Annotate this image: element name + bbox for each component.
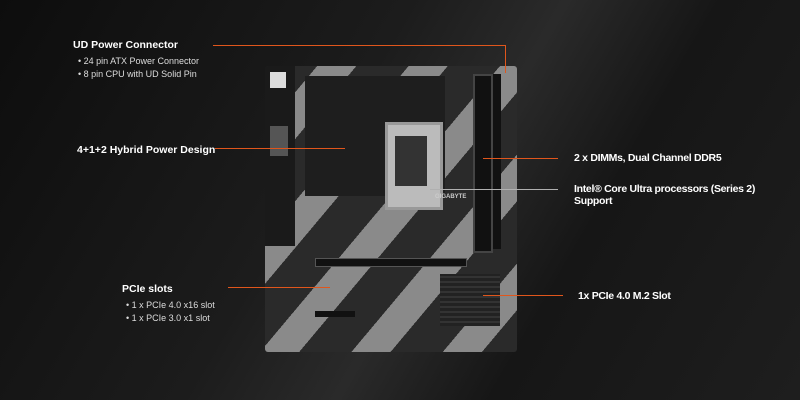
ud-power-item-text: 24 pin ATX Power Connector: [83, 56, 200, 66]
ud-power-item-text: 8 pin CPU with UD Solid Pin: [83, 69, 197, 79]
motherboard-image: GIGABYTE: [265, 66, 517, 352]
hybrid-power-title: 4+1+2 Hybrid Power Design: [77, 144, 216, 156]
m2-title: 1x PCIe 4.0 M.2 Slot: [578, 290, 671, 302]
dimm-slots: [473, 74, 493, 253]
ud-power-title: UD Power Connector: [73, 39, 179, 51]
cpu-support-title: Intel® Core Ultra processors (Series 2) …: [574, 183, 756, 207]
pcie-x1-slot: [315, 311, 355, 317]
pcie-item: • 1 x PCIe 3.0 x1 slot: [126, 313, 210, 323]
pcie-item-text: 1 x PCIe 4.0 x16 slot: [131, 300, 215, 310]
pcie-title: PCIe slots: [122, 283, 173, 295]
board-brand: GIGABYTE: [435, 194, 467, 200]
ud-power-item: • 8 pin CPU with UD Solid Pin: [78, 69, 197, 79]
dimms-title: 2 x DIMMs, Dual Channel DDR5: [574, 152, 722, 164]
m2-heatsink: [440, 274, 500, 326]
pcie-x16-slot: [315, 258, 467, 267]
ud-power-item: • 24 pin ATX Power Connector: [78, 56, 200, 66]
pcie-item-text: 1 x PCIe 3.0 x1 slot: [131, 313, 210, 323]
pcie-item: • 1 x PCIe 4.0 x16 slot: [126, 300, 215, 310]
